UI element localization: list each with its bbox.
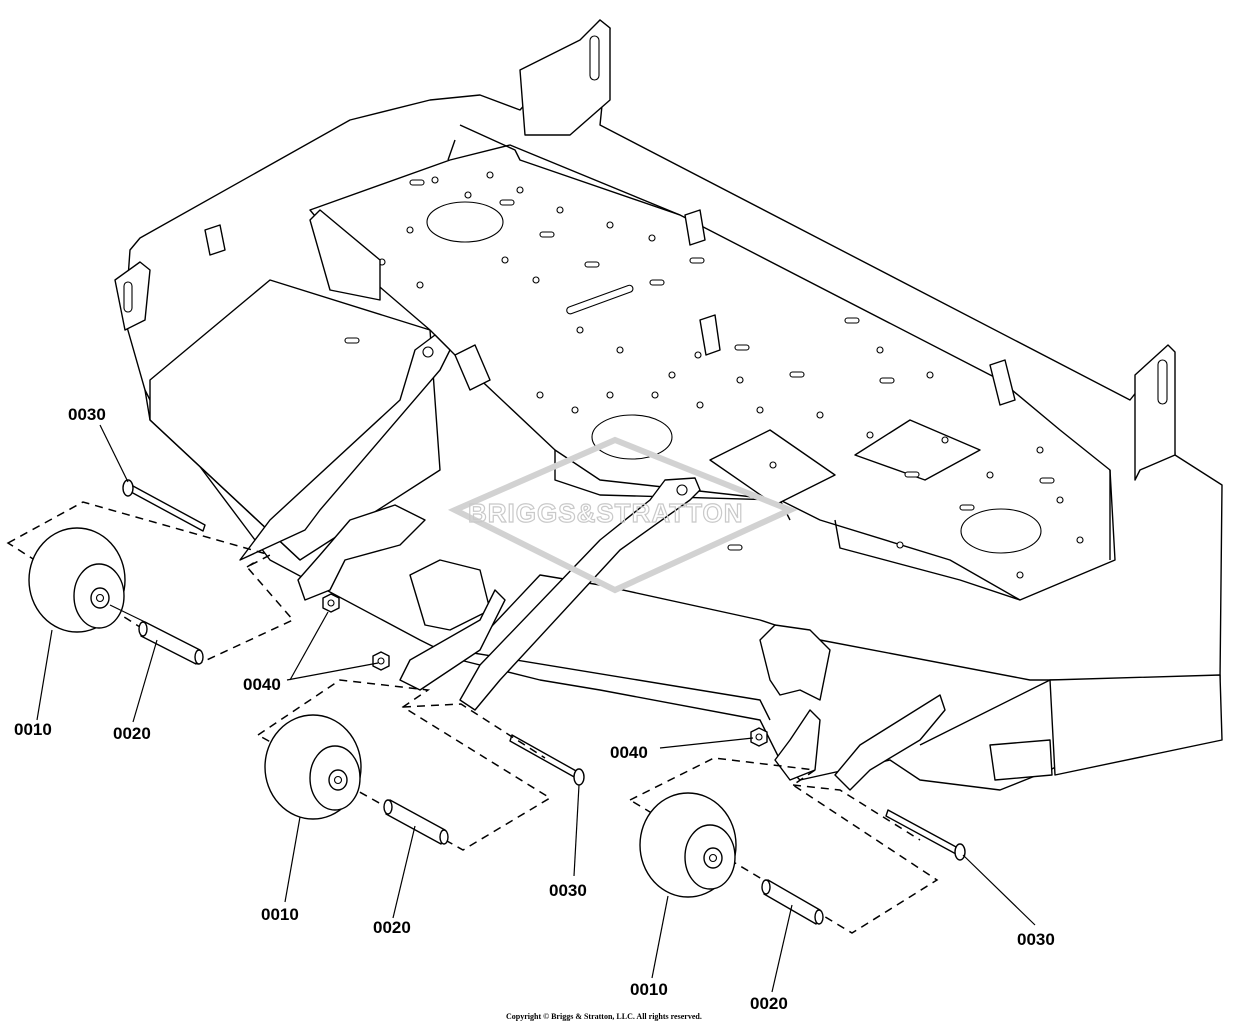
wheel-right	[639, 792, 737, 898]
copyright-notice: Copyright © Briggs & Stratton, LLC. All …	[506, 1012, 702, 1021]
wheel-center	[264, 714, 362, 820]
wheel-assembly-right	[628, 757, 966, 934]
callout-label: 0010	[14, 720, 52, 739]
watermark-logo: BRIGGS&STRATTON	[447, 436, 798, 594]
spacer-tube-right	[761, 879, 824, 925]
carriage-bolt-right	[885, 809, 966, 861]
callout-label: 0020	[113, 724, 151, 743]
callout-label: 0040	[610, 743, 648, 762]
callout-label: 0030	[1017, 930, 1055, 949]
callout-label: 0020	[750, 994, 788, 1013]
wheel-assembly-center	[256, 679, 585, 851]
callout-label: 0020	[373, 918, 411, 937]
callout-label: 0030	[68, 405, 106, 424]
wheel-assembly-left	[6, 479, 295, 665]
assembly-boundary-right	[628, 757, 939, 934]
spacer-tube-center	[383, 799, 449, 845]
flange-nuts	[322, 593, 768, 747]
leader-lines	[36, 424, 1036, 993]
wheel-left	[28, 527, 126, 633]
callout-label: 0010	[630, 980, 668, 999]
spacer-tube-left	[138, 621, 204, 665]
callout-label: 0030	[549, 881, 587, 900]
plate-slots	[344, 179, 1055, 551]
callout-label: 0010	[261, 905, 299, 924]
callout-label: 0040	[243, 675, 281, 694]
watermark-text: BRIGGS&STRATTON	[468, 498, 743, 528]
mower-deck-illustration	[114, 19, 1223, 791]
callout-labels: 0030 0040 0010 0020 0040 0010 0020 0030 …	[14, 405, 1055, 1013]
plate-holes	[378, 171, 1084, 579]
carriage-bolt-left	[122, 479, 206, 532]
